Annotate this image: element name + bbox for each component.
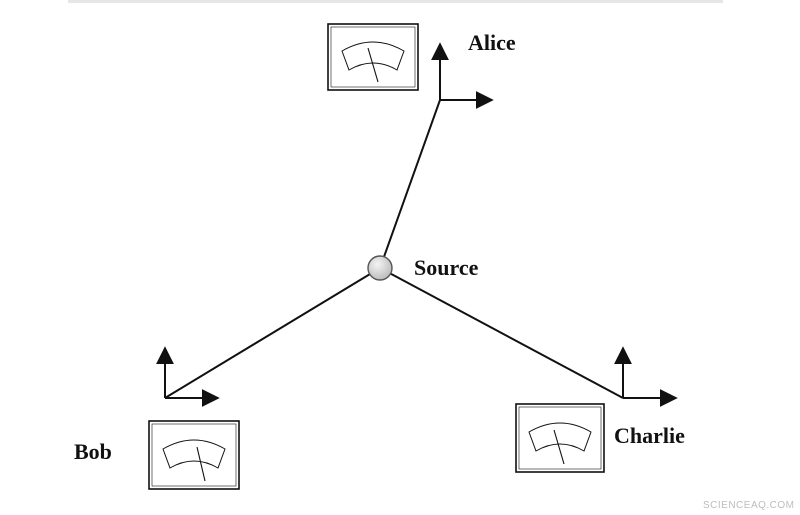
top-edge-bar (68, 0, 723, 3)
charlie-meter-icon (515, 403, 605, 473)
charlie-axes (614, 346, 678, 407)
line-source-bob (164, 267, 381, 399)
line-source-alice (379, 99, 441, 269)
bob-label: Bob (74, 439, 112, 464)
charlie-label: Charlie (614, 423, 685, 448)
source-label: Source (414, 255, 479, 280)
source-node-icon (367, 255, 393, 281)
bob-axes (156, 346, 220, 407)
alice-axes (431, 42, 494, 109)
alice-label: Alice (468, 30, 516, 55)
bob-meter-icon (148, 420, 240, 490)
alice-meter-icon (327, 23, 419, 91)
line-source-charlie (379, 267, 624, 399)
watermark-text: SCIENCEAQ.COM (703, 500, 795, 511)
